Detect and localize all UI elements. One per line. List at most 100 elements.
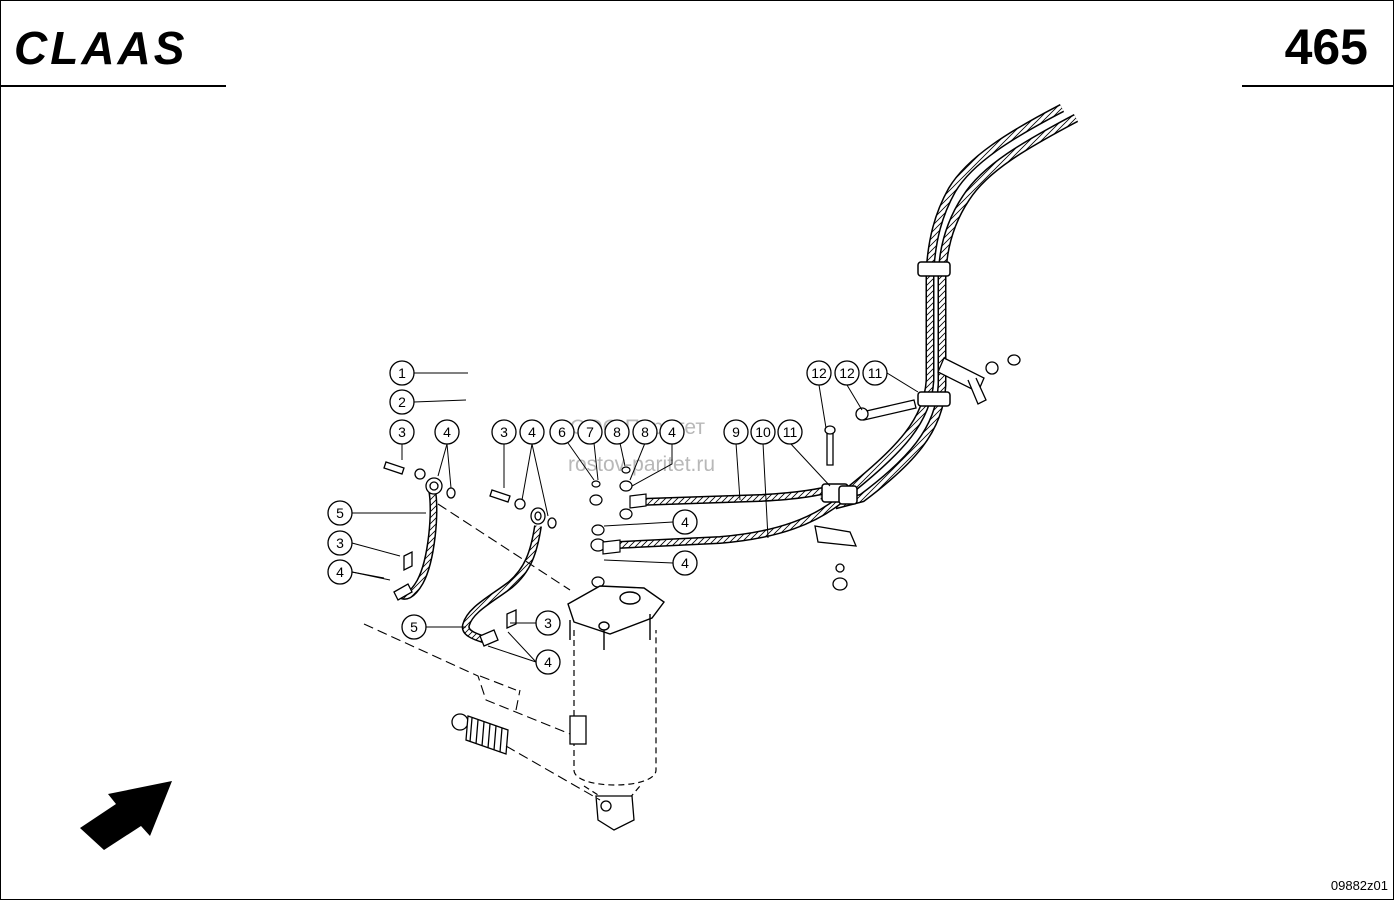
callout-c12: 8: [604, 419, 630, 445]
callout-circle: [604, 419, 630, 445]
callout-leader-c21: [603, 521, 674, 527]
callout-leader-c12: [619, 442, 626, 467]
callout-label: 5: [410, 619, 418, 635]
callout-c7: 5: [327, 500, 353, 526]
callout-c23: 5: [401, 614, 427, 640]
middle-hose: [461, 525, 542, 644]
figure-code: 09882z01: [1331, 878, 1388, 893]
callout-c10: 6: [549, 419, 575, 445]
callout-c16: 10: [750, 419, 776, 445]
callout-leader-c14: [631, 443, 673, 487]
callout-circle: [434, 419, 460, 445]
callout-c2: 2: [389, 389, 415, 415]
callout-c1: 1: [389, 360, 415, 386]
callout-label: 3: [544, 615, 552, 631]
callout-c17: 11: [777, 419, 803, 445]
callout-label: 4: [668, 424, 676, 440]
filter-base: [569, 715, 635, 831]
callout-c11: 7: [577, 419, 603, 445]
callout-leader-c10: [567, 442, 595, 481]
callout-label: 9: [732, 424, 740, 440]
callout-c25: 4: [535, 649, 561, 675]
callout-label: 3: [500, 424, 508, 440]
callout-leader-c22: [603, 559, 674, 564]
callout-label: 4: [336, 564, 344, 580]
svg-text:CLAAS: CLAAS: [14, 22, 187, 74]
left-fittings: [383, 461, 456, 601]
callout-leader-c6: [521, 443, 533, 501]
callout-circle: [723, 419, 749, 445]
callout-circle: [632, 419, 658, 445]
callout-label: 12: [839, 365, 855, 381]
callout-leader-c17: [789, 442, 831, 487]
callout-leader-c4: [446, 443, 452, 489]
callout-leader-c20: [886, 372, 919, 393]
mounting-bracket: [814, 354, 1021, 591]
callout-leader-c15: [735, 442, 741, 501]
callout-label: 3: [398, 424, 406, 440]
callout-c21: 4: [672, 509, 698, 535]
callout-label: 10: [755, 424, 771, 440]
callout-circle: [389, 389, 415, 415]
watermark-line2: rostov-paritet.ru: [568, 453, 715, 476]
filter-housing: [567, 585, 665, 650]
callout-c14: 4: [659, 419, 685, 445]
callout-label: 5: [336, 505, 344, 521]
callout-label: 11: [783, 424, 798, 440]
callout-label: 4: [544, 654, 552, 670]
callout-c9: 4: [327, 559, 353, 585]
callout-c3: 3: [389, 419, 415, 445]
brand-logo: CLAAS: [14, 22, 187, 74]
callout-leader-c9: [351, 571, 391, 581]
main-hose-assembly: [617, 104, 1079, 549]
callout-c4: 4: [434, 419, 460, 445]
callout-circle: [535, 610, 561, 636]
cylinder-spring: [451, 713, 509, 755]
callout-label: 4: [681, 514, 689, 530]
callout-circle: [777, 419, 803, 445]
callout-circle: [834, 360, 860, 386]
callout-label: 8: [641, 424, 649, 440]
callout-c18: 12: [806, 360, 832, 386]
callout-label: 11: [868, 365, 883, 381]
callout-circle: [672, 550, 698, 576]
callout-circle: [401, 614, 427, 640]
callout-circle: [327, 500, 353, 526]
callout-circle: [577, 419, 603, 445]
callout-label: 7: [586, 424, 594, 440]
callout-label: 4: [681, 555, 689, 571]
callout-label: 6: [558, 424, 566, 440]
callout-circle: [750, 419, 776, 445]
callout-label: 8: [613, 424, 621, 440]
callout-circle: [491, 419, 517, 445]
callout-label: 3: [336, 535, 344, 551]
callout-c8: 3: [327, 530, 353, 556]
hose-clamps: [821, 261, 951, 505]
callout-circle: [862, 360, 888, 386]
dashed-routing-lines: [363, 503, 601, 801]
callout-c20: 11: [862, 360, 888, 386]
callout-leaders: [351, 372, 919, 663]
callout-leader-c19: [846, 384, 863, 411]
center-small-parts: [589, 466, 647, 588]
callout-label: 2: [398, 394, 406, 410]
callout-leader-c11: [593, 442, 599, 481]
callout-label: 12: [811, 365, 827, 381]
callout-leader-c2: [413, 399, 467, 403]
callout-c5: 3: [491, 419, 517, 445]
callout-circle: [672, 509, 698, 535]
callout-c22: 4: [672, 550, 698, 576]
callout-circle: [806, 360, 832, 386]
callout-leader-c13: [629, 442, 646, 481]
callout-c15: 9: [723, 419, 749, 445]
callout-circle: [389, 360, 415, 386]
callout-leader-c6: [531, 443, 549, 517]
callout-circle: [659, 419, 685, 445]
callout-circle: [327, 559, 353, 585]
callout-leader-c25: [487, 645, 537, 663]
callout-leader-c25: [507, 631, 537, 663]
callout-label: 4: [443, 424, 451, 440]
callout-label: 4: [528, 424, 536, 440]
